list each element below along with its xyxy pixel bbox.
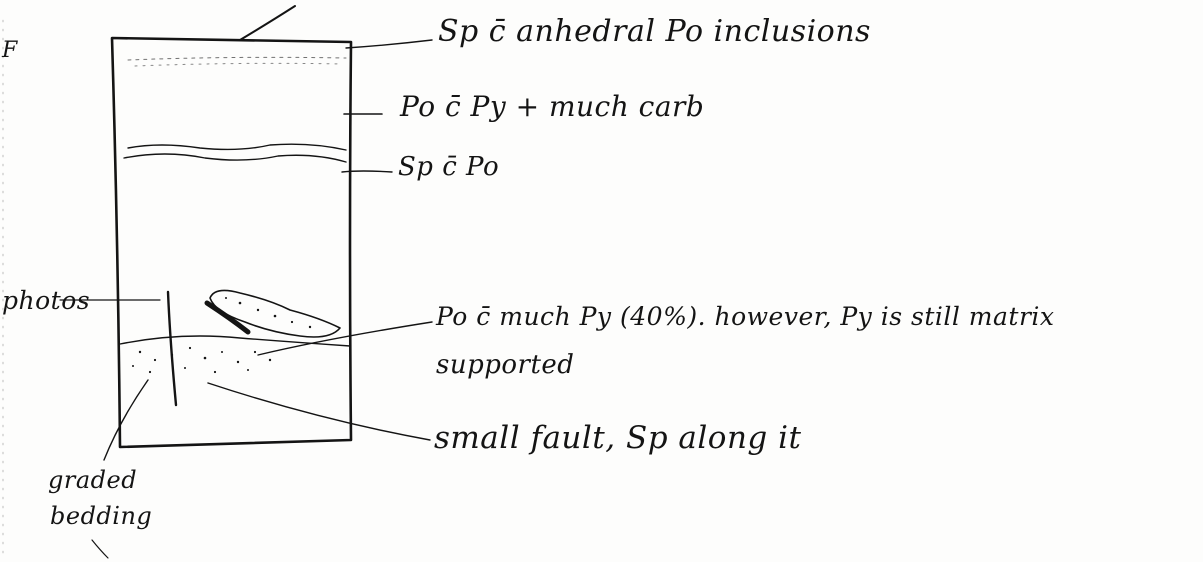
- label-edge-mark: F: [2, 38, 18, 63]
- graded-bedding-stipple: [132, 346, 272, 374]
- small-fault-line: [166, 290, 178, 407]
- label-mid-layer: Sp c̄ Po: [398, 152, 500, 182]
- label-fault: small fault, Sp along it: [434, 420, 802, 456]
- wavy-sp-layer: [123, 143, 347, 163]
- label-upper-layer: Po c̄ Py + much carb: [400, 90, 705, 123]
- label-graded-bedding-line1: graded: [48, 466, 138, 494]
- top-slash-line: [239, 5, 296, 41]
- top-inclusion-band: [127, 56, 347, 67]
- label-graded-bedding-line2: bedding: [50, 502, 153, 530]
- label-top-layer: Sp c̄ anhedral Po inclusions: [438, 14, 871, 49]
- leader-lines: [59, 39, 433, 559]
- core-outline: [110, 36, 353, 449]
- label-photos: photos: [2, 286, 91, 315]
- blob-stipple: [225, 297, 312, 329]
- label-lower-layer-line1: Po c̄ much Py (40%). however, Py is stil…: [436, 302, 1055, 331]
- dark-streak: [204, 300, 251, 335]
- pyrite-blob: [209, 289, 341, 338]
- label-lower-layer-line2: supported: [436, 350, 575, 380]
